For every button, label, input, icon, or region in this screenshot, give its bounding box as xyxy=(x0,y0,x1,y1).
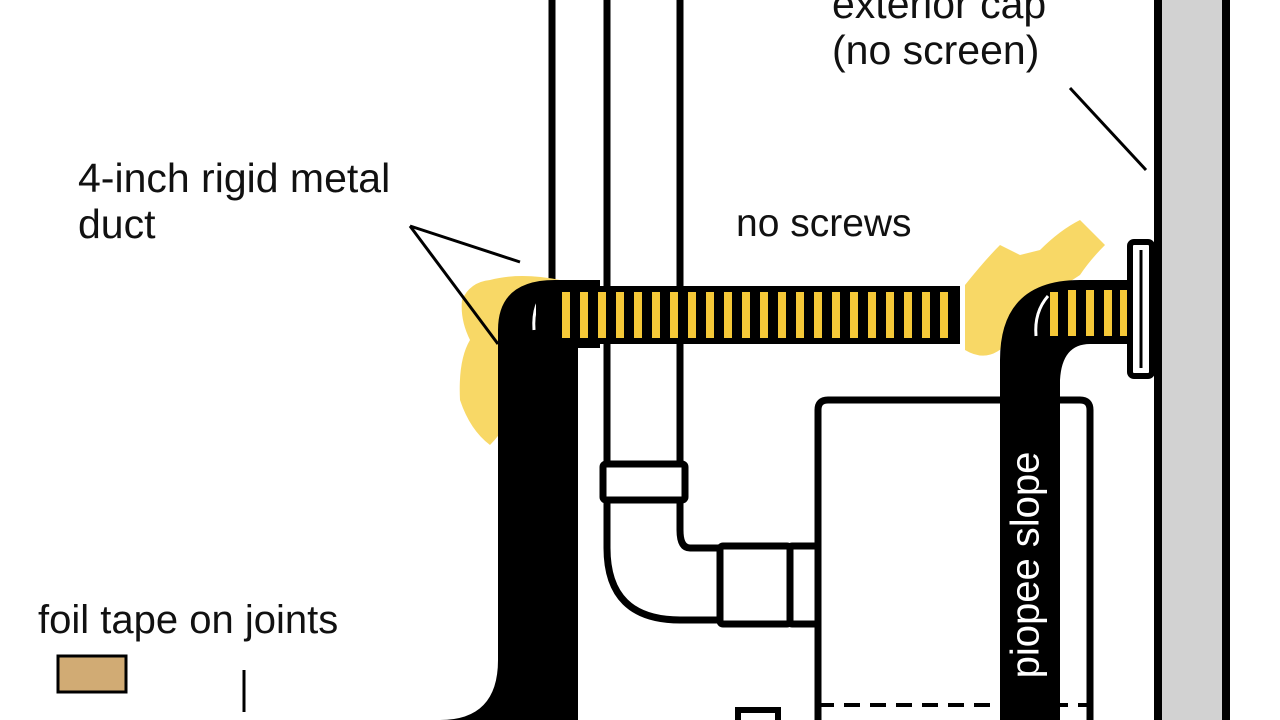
main-black-duct xyxy=(0,280,600,720)
exterior-cap-label-line1: exterior cap xyxy=(832,0,1047,27)
drain-elbow-pipe xyxy=(599,460,822,628)
tape-stripes xyxy=(562,292,948,338)
exterior-cap-label-line2: (no screen) xyxy=(832,26,1040,73)
rigid-duct-label-line2: duct xyxy=(78,200,156,247)
right-vertical-duct xyxy=(1000,280,1140,720)
no-screws-label: no screws xyxy=(736,202,912,245)
rigid-duct-label-line1: 4-inch rigid metal xyxy=(78,155,391,201)
foil-tape-label: foil tape on joints xyxy=(38,598,339,642)
leader-lines xyxy=(242,86,1148,712)
exterior-cap-label: exterior cap (no screen) xyxy=(832,0,1046,74)
rigid-duct-label: 4-inch rigid metal duct xyxy=(78,155,391,248)
horizontal-duct xyxy=(536,286,960,344)
right-tape-stripes xyxy=(1050,290,1128,336)
slope-label: piopee slope xyxy=(1003,451,1048,679)
exterior-cap-flange xyxy=(1127,239,1155,379)
exterior-wall xyxy=(1154,0,1230,720)
foil-tape-swatch xyxy=(56,654,128,694)
vertical-pipes xyxy=(548,0,684,470)
